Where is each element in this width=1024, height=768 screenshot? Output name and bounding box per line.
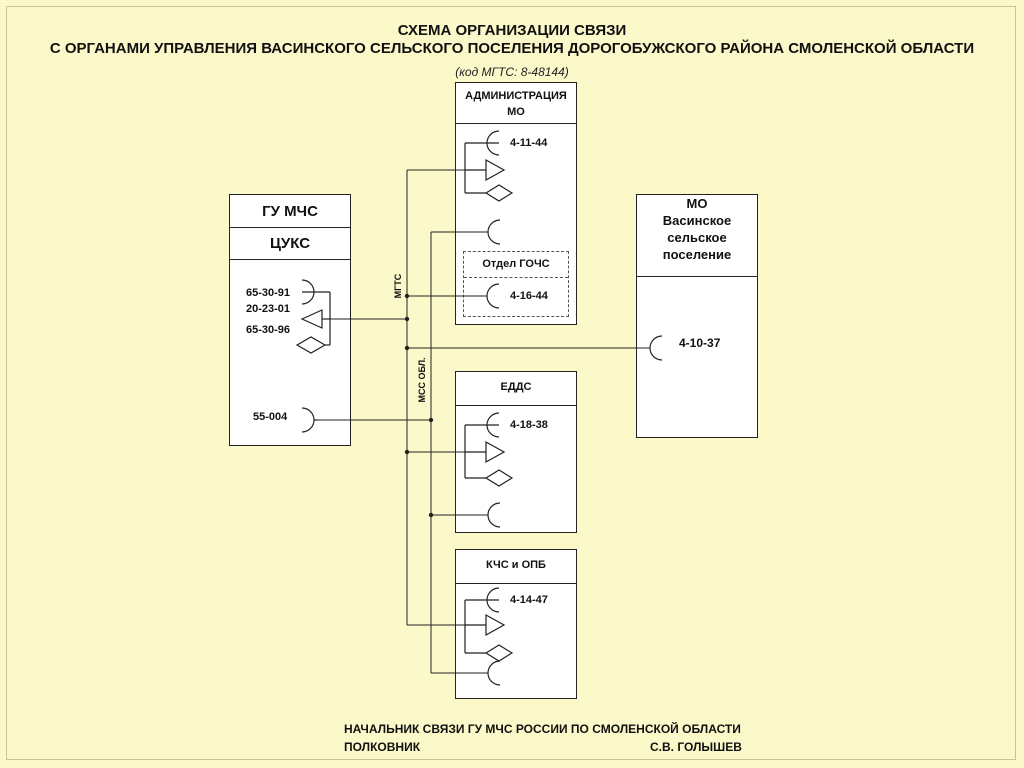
mss-line-label: МСС ОБЛ. xyxy=(417,357,427,402)
gu-mchs-phone-4: 55-004 xyxy=(253,411,288,423)
mo-title-line3: сельское xyxy=(667,230,727,245)
kchs-box xyxy=(455,549,577,699)
footer-rank: ПОЛКОВНИК xyxy=(344,740,421,754)
gochs-dept-box xyxy=(463,251,569,317)
mo-title-line2: Васинское xyxy=(662,213,732,228)
kchs-phone: 4-14-47 xyxy=(510,594,548,606)
gu-mchs-phone-2: 20-23-01 xyxy=(246,303,291,315)
mo-phone: 4-10-37 xyxy=(679,336,721,350)
admin-phone: 4-11-44 xyxy=(510,137,548,149)
mo-box xyxy=(636,194,758,438)
mo-title-line1: МО xyxy=(686,196,708,211)
page-frame xyxy=(6,6,1016,760)
gu-mchs-box xyxy=(229,194,351,446)
mo-terminal xyxy=(649,335,663,361)
gu-mchs-phone-1: 65-30-91 xyxy=(246,287,291,299)
admin-title-line2: МО xyxy=(507,106,525,118)
diagram-subtitle: С ОРГАНАМИ УПРАВЛЕНИЯ ВАСИНСКОГО СЕЛЬСКО… xyxy=(49,40,975,57)
gu-mchs-title: ГУ МЧС xyxy=(262,203,318,220)
mo-title-line4: поселение xyxy=(662,247,732,262)
edds-terminals xyxy=(464,412,514,528)
admin-terminals xyxy=(464,130,514,309)
mgts-line-label: МГТС xyxy=(393,273,403,298)
footer-position: НАЧАЛЬНИК СВЯЗИ ГУ МЧС РОССИИ ПО СМОЛЕНС… xyxy=(344,722,741,736)
tsuks-title: ЦУКС xyxy=(269,235,311,252)
gu-mchs-phone-3: 65-30-96 xyxy=(246,324,291,336)
kchs-terminals xyxy=(464,587,514,686)
mgts-code: (код МГТС: 8-48144) xyxy=(455,65,569,79)
kchs-title: КЧС и ОПБ xyxy=(486,559,546,571)
gochs-dept-label: Отдел ГОЧС xyxy=(482,258,550,270)
edds-title: ЕДДС xyxy=(500,381,532,393)
footer-name: С.В. ГОЛЫШЕВ xyxy=(650,740,742,754)
gu-mchs-terminals xyxy=(295,279,331,433)
admin-title-line1: АДМИНИСТРАЦИЯ xyxy=(465,90,567,102)
edds-phone: 4-18-38 xyxy=(510,419,548,431)
diagram-title: СХЕМА ОРГАНИЗАЦИИ СВЯЗИ xyxy=(397,22,627,39)
gochs-phone: 4-16-44 xyxy=(510,290,548,302)
